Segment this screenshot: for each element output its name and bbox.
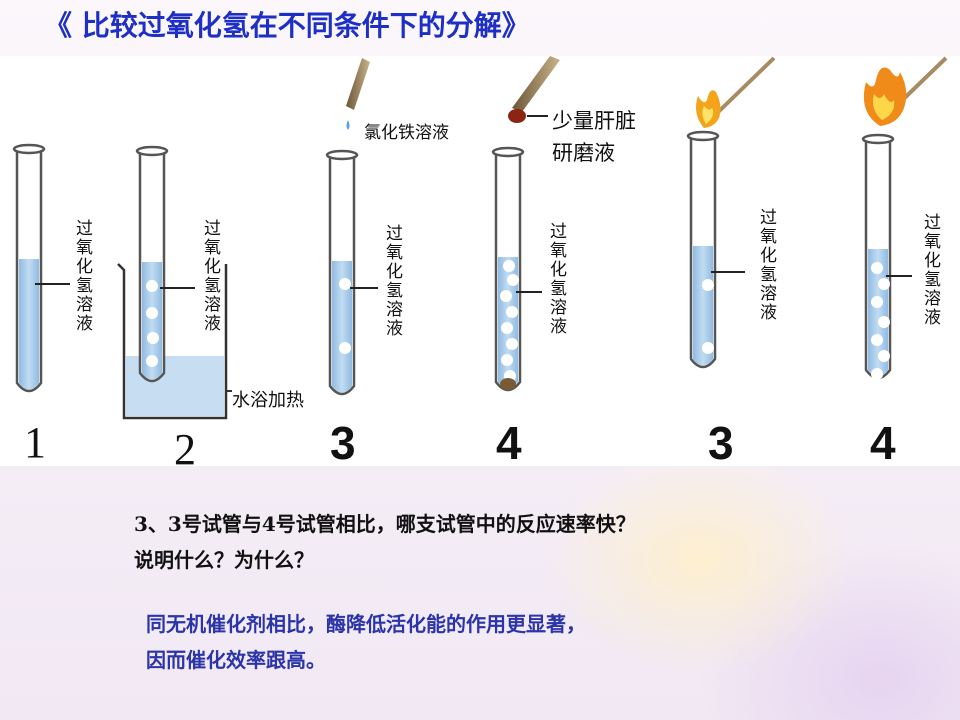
experiment-diagram: 过氧化氢溶液 过氧化氢溶液 过氧化氢溶液 过氧化氢溶液 过氧化氢溶液 过氧化氢溶… (12, 56, 948, 466)
water-bath-label: 水浴加热 (232, 390, 304, 411)
question-text: 3、3号试管与4号试管相比，哪支试管中的反应速率快？ 说明什么？为什么？ (134, 506, 934, 578)
test-tube-4-glowing-splint (861, 133, 895, 380)
tube-number-4b: 4 (870, 417, 896, 466)
tube-number-2: 2 (174, 425, 196, 466)
tube-3-label: 过氧化氢溶液 (382, 224, 403, 338)
tube-number-4: 4 (496, 417, 522, 466)
answer-line-1: 同无机催化剂相比，酶降低活化能的作用更显著， (146, 612, 586, 636)
test-tube-1 (12, 143, 46, 393)
tube-2-label: 过氧化氢溶液 (200, 219, 221, 333)
big-flame-icon (863, 56, 948, 126)
tube-number-3: 3 (330, 417, 356, 466)
test-tube-2 (135, 145, 169, 383)
tube-4b-label: 过氧化氢溶液 (920, 213, 941, 327)
experiment-figure: 过氧化氢溶液 过氧化氢溶液 过氧化氢溶液 过氧化氢溶液 过氧化氢溶液 过氧化氢溶… (0, 56, 960, 466)
page-title: 《 比较过氧化氢在不同条件下的分解》 (44, 9, 530, 42)
tube-number-1: 1 (24, 418, 46, 466)
tube-3b-label: 过氧化氢溶液 (756, 208, 777, 322)
liver-label-line2: 研磨液 (552, 141, 615, 165)
answer-line-2: 因而催化效率跟高。 (146, 648, 326, 672)
dropper-liver (508, 56, 560, 123)
fecl3-label: 氯化铁溶液 (364, 123, 449, 143)
question-line-2: 说明什么？为什么？ (134, 548, 314, 572)
small-flame-icon (696, 56, 776, 128)
question-line-1: 3、3号试管与4号试管相比，哪支试管中的反应速率快？ (134, 512, 636, 536)
liver-label-line1: 少量肝脏 (552, 109, 636, 133)
tube-4-label: 过氧化氢溶液 (546, 222, 567, 336)
dropper-fecl3 (346, 58, 370, 130)
test-tube-4-liver (491, 146, 525, 392)
test-tube-3-glowing-splint (686, 130, 720, 369)
answer-text: 同无机催化剂相比，酶降低活化能的作用更显著， 因而催化效率跟高。 (146, 606, 926, 678)
tube-number-3b: 3 (708, 417, 734, 466)
test-tube-3-fecl3 (325, 149, 359, 396)
tube-1-label: 过氧化氢溶液 (72, 219, 93, 333)
